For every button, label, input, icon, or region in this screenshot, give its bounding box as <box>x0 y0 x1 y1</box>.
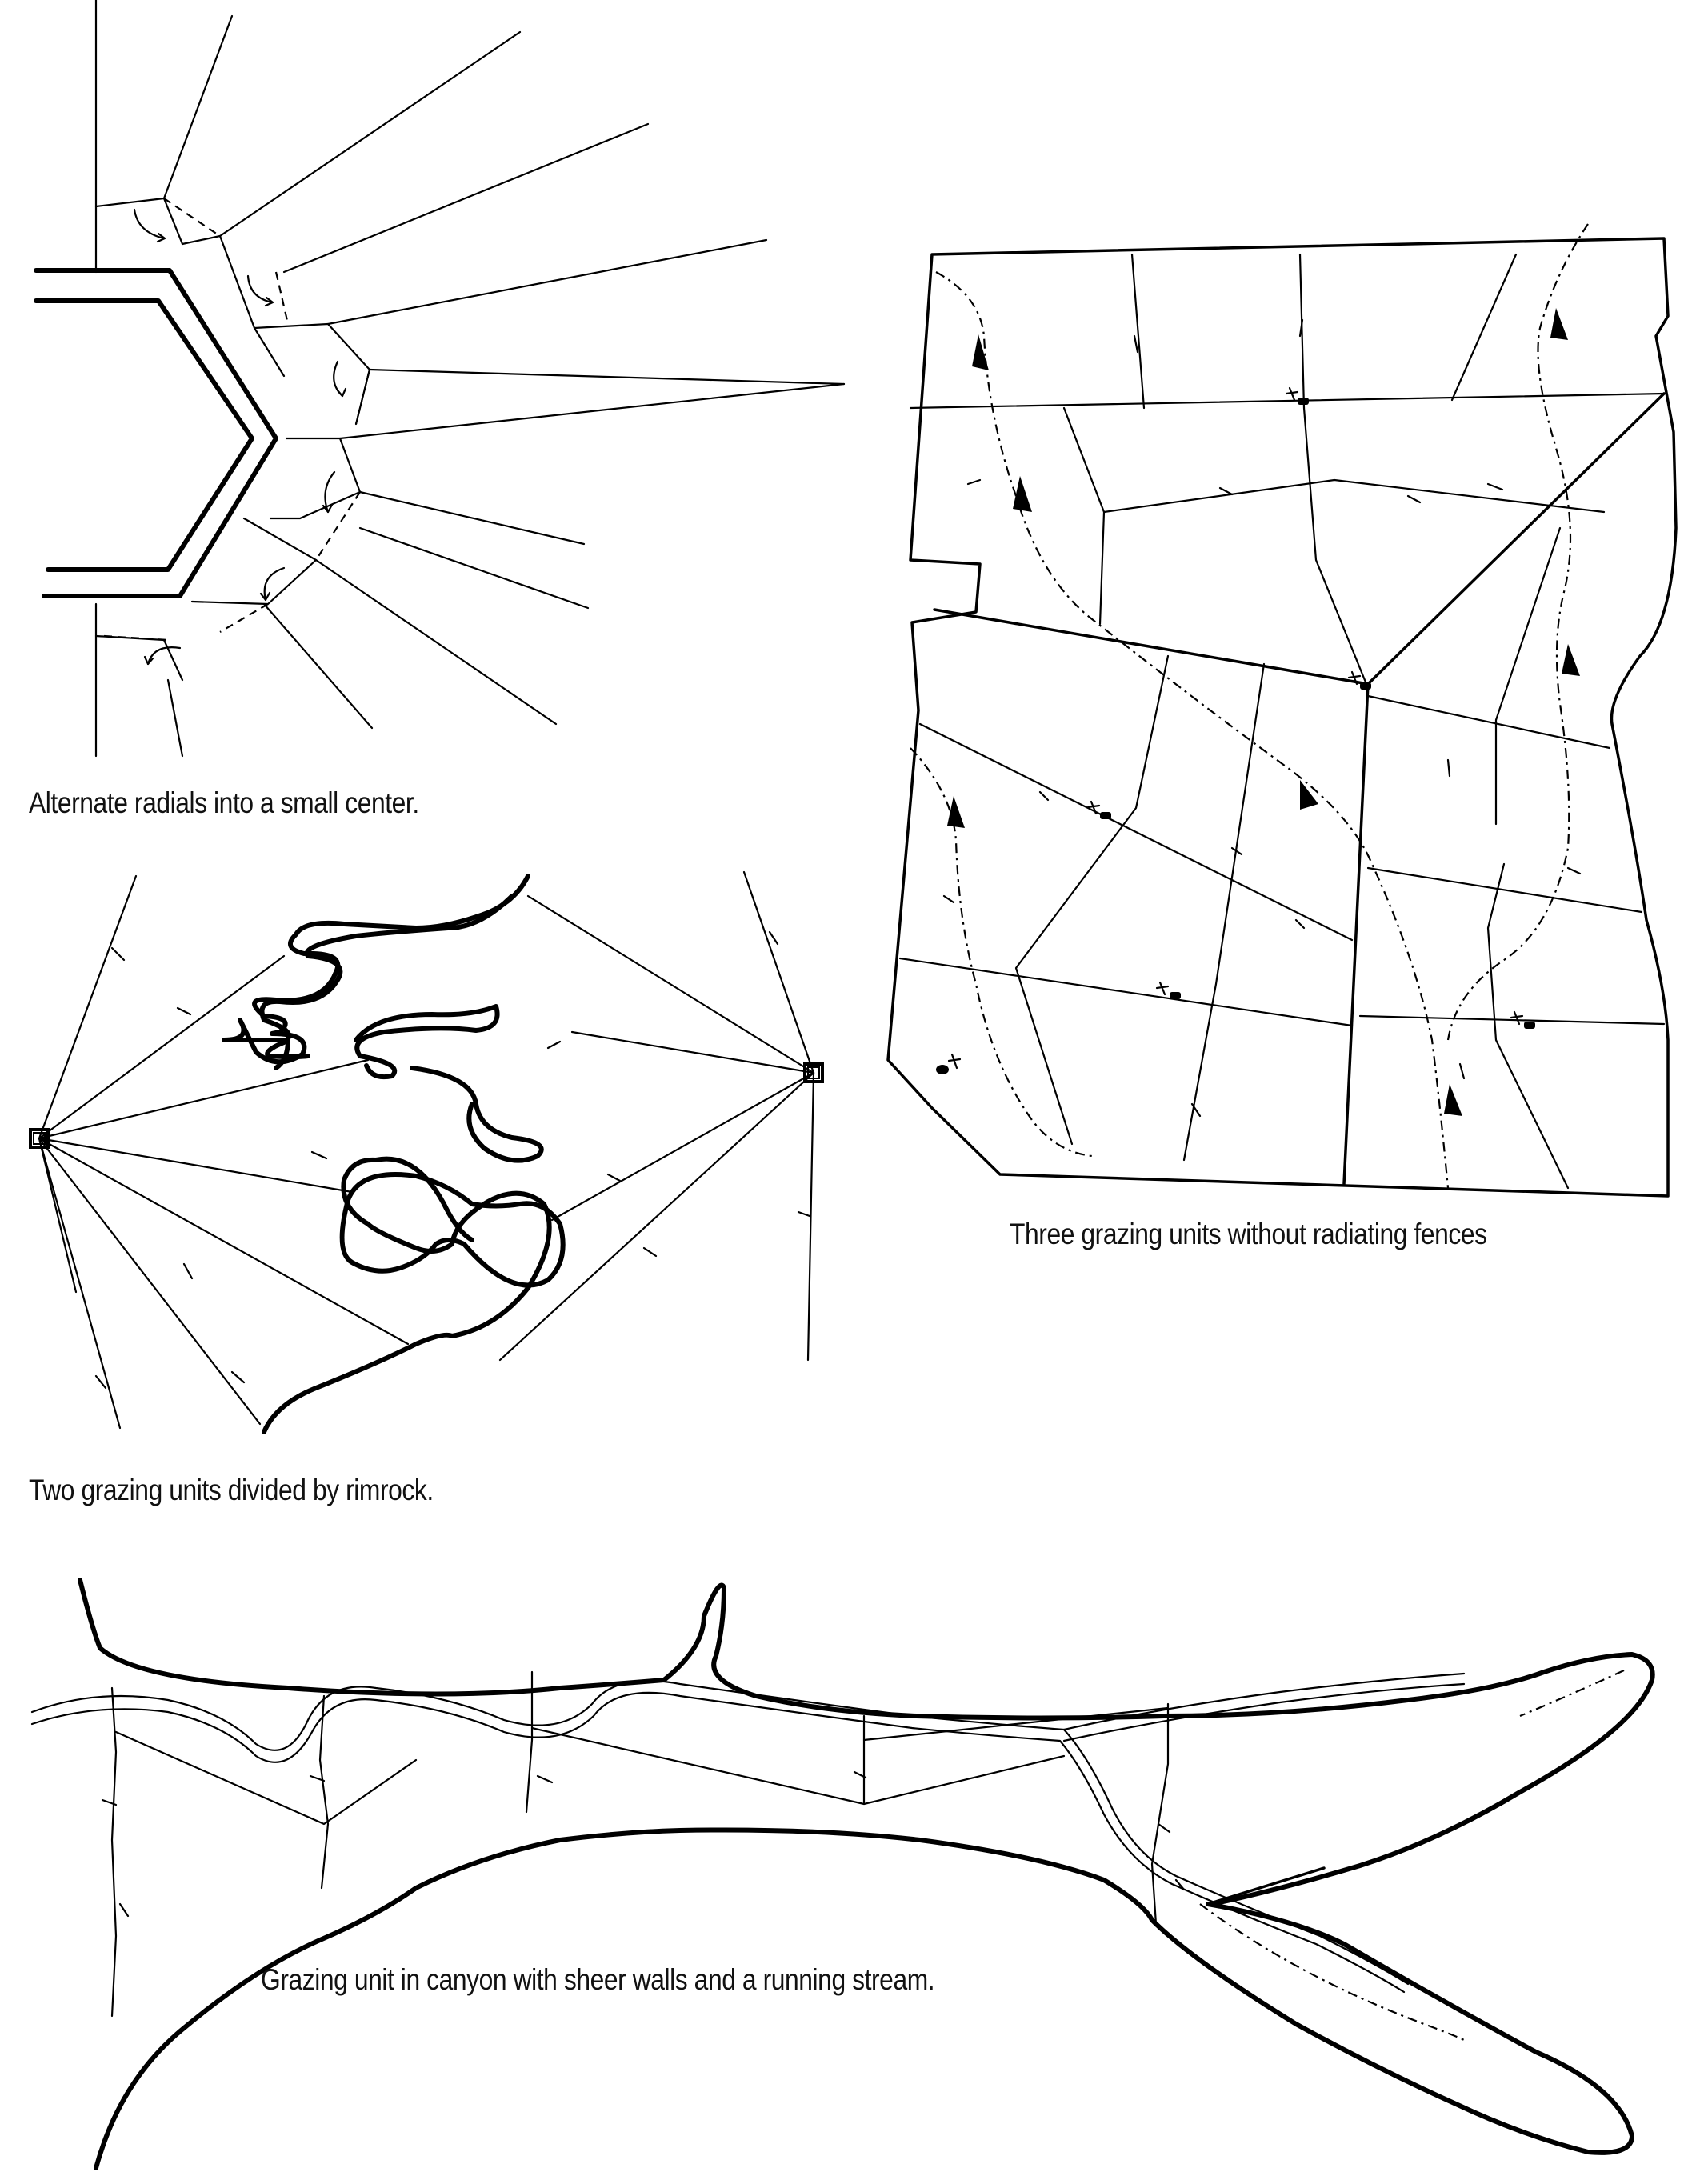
fence-line <box>806 1071 815 1362</box>
fence-line <box>918 722 1354 942</box>
fence-line <box>570 1030 815 1074</box>
stock-trail <box>1446 223 1589 1041</box>
radial-fence <box>358 490 586 546</box>
property-boundary <box>886 237 1678 1198</box>
radials-diagram <box>34 0 846 758</box>
canyon-south-wall <box>94 1827 1634 2170</box>
fence-line <box>38 1137 410 1346</box>
radial-fence <box>218 30 522 238</box>
three-units-diagram <box>886 223 1678 1198</box>
fence-line <box>1366 866 1643 914</box>
pen-wall <box>181 234 286 378</box>
pen-gate <box>103 634 169 642</box>
fence-line <box>1366 694 1611 750</box>
fence-line <box>38 1137 78 1294</box>
stream-bank <box>30 1691 1406 1994</box>
fence-line <box>166 678 184 758</box>
canyon-branch-edge <box>1206 1866 1326 1906</box>
stock-trail <box>910 747 1093 1158</box>
fence-line <box>742 870 815 1074</box>
caption-rimrock: Two grazing units divided by rimrock. <box>29 1474 434 1506</box>
fence-line <box>114 1730 418 1826</box>
stream-bank <box>1062 1672 1466 1731</box>
fence-line <box>526 894 815 1074</box>
pen-gate <box>354 369 371 425</box>
stock-trail <box>1199 1903 1465 2041</box>
canyon-diagram <box>30 1578 1655 2170</box>
rimrock-lower-edge <box>262 1156 552 1434</box>
fence-line <box>525 1670 534 1814</box>
caption-radials: Alternate radials into a small center. <box>29 786 419 819</box>
fence-line <box>498 1071 815 1362</box>
stream-bank <box>1062 1682 1466 1742</box>
radial-fence <box>282 122 650 274</box>
pen-wall <box>190 517 318 606</box>
fence-line <box>909 392 1666 410</box>
pen-wall <box>94 634 184 682</box>
radial-fence <box>314 558 558 726</box>
fence-line <box>1494 526 1562 826</box>
stock-trail <box>935 271 1450 1189</box>
direction-arrow-icon <box>947 308 1580 1116</box>
pen-gate <box>163 198 221 237</box>
rimrock-lobe-middle <box>354 1004 500 1080</box>
fence-line <box>38 1058 370 1140</box>
rimrock-lobe-lower <box>410 1066 544 1163</box>
fence-line <box>38 874 138 1140</box>
fence-line <box>1014 654 1170 1146</box>
fence-line <box>862 1706 1170 1742</box>
rimrock-oval <box>339 1172 566 1288</box>
fence-line <box>1298 253 1370 690</box>
radial-fence <box>262 602 374 730</box>
fence-line <box>1062 406 1106 626</box>
rimrock-edge <box>222 874 530 1070</box>
fence-line <box>1450 253 1518 402</box>
fence-line <box>1150 1702 1170 1926</box>
radial-fence <box>338 382 846 440</box>
caption-canyon: Grazing unit in canyon with sheer walls … <box>261 1963 935 1996</box>
corner-post-icon <box>29 1128 50 1149</box>
caption-three-units: Three grazing units without radiating fe… <box>1010 1218 1487 1250</box>
center-outer-boundary <box>34 268 278 598</box>
fence-line <box>38 1137 354 1194</box>
center-inner-boundary <box>34 298 254 572</box>
fence-line <box>1102 478 1606 514</box>
rimrock-lobe-upper <box>259 894 514 1059</box>
radial-fence <box>162 14 234 200</box>
stream-bank <box>30 1679 1410 1986</box>
rimrock-diagram <box>29 870 824 1434</box>
fence-line <box>110 1686 118 2018</box>
pen-gate <box>274 271 290 325</box>
radial-fence <box>326 238 768 326</box>
unit-divider <box>1342 682 1370 1186</box>
fence-line <box>1358 1014 1666 1026</box>
fence-line <box>1182 662 1266 1162</box>
radial-fence <box>358 526 590 610</box>
pen-gate <box>219 603 269 633</box>
fence-line <box>318 1694 330 1890</box>
fence-line <box>530 1726 1066 1806</box>
fence-line <box>38 1137 262 1426</box>
fence-line <box>1130 253 1146 410</box>
radial-fence <box>368 368 846 386</box>
stock-trail <box>1519 1669 1625 1718</box>
fence-line <box>550 1071 815 1222</box>
fence-line <box>1486 862 1570 1190</box>
canyon-north-wall <box>78 1578 1655 1906</box>
watering-point-icon <box>936 386 1535 1074</box>
pen-wall <box>253 322 371 426</box>
fence-line <box>898 957 1354 1027</box>
unit-divider <box>933 392 1666 686</box>
gate-swing-arrow-icon <box>133 208 347 666</box>
fence-line <box>38 1137 122 1430</box>
fence-line <box>38 954 286 1140</box>
pen-wall <box>269 437 362 520</box>
